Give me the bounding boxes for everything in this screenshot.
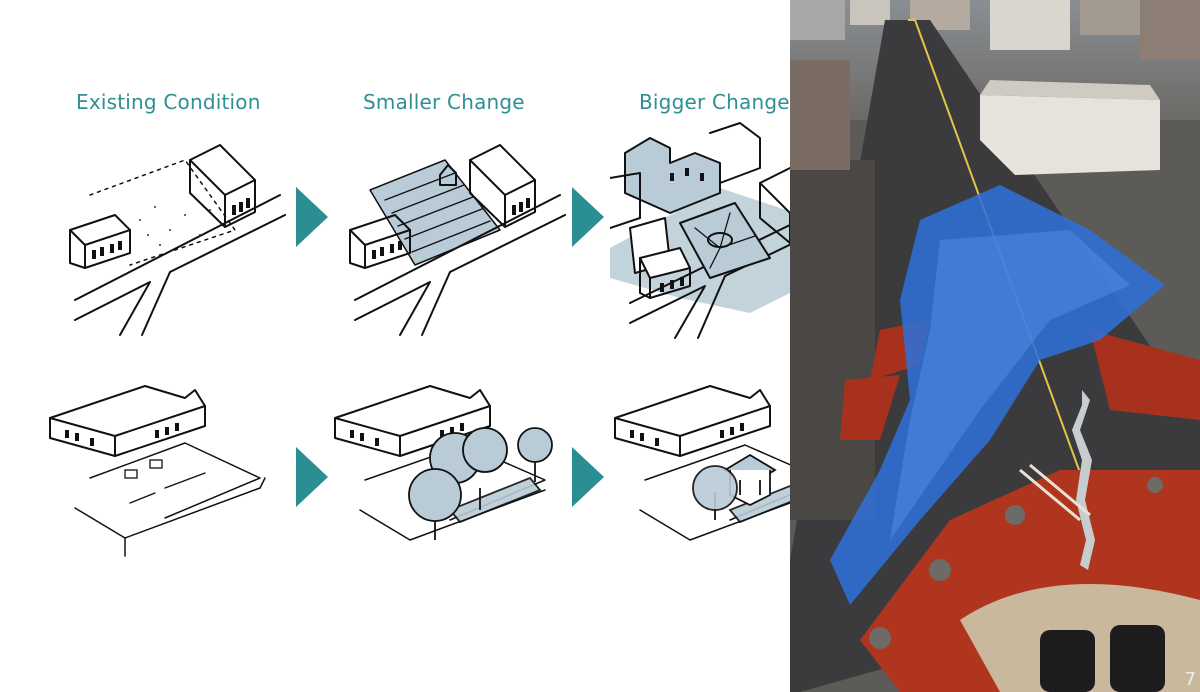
arrow-right-icon <box>572 187 604 247</box>
aerial-street-photo <box>790 0 1200 692</box>
heading-bigger-change: Bigger Change <box>639 90 790 114</box>
sketch-pocket-garden <box>349 144 566 336</box>
heading-existing-condition: Existing Condition <box>76 90 261 114</box>
sketch-parking-trees <box>334 385 553 541</box>
arrow-right-icon <box>572 447 604 507</box>
arrow-right-icon <box>296 447 328 507</box>
sketch-parking-lot <box>49 385 266 557</box>
heading-smaller-change: Smaller Change <box>363 90 525 114</box>
sketch-vacant-lot <box>69 144 286 336</box>
sketch-town-plaza <box>610 122 840 339</box>
page-number: 7 <box>1184 669 1196 690</box>
arrow-right-icon <box>296 187 328 247</box>
